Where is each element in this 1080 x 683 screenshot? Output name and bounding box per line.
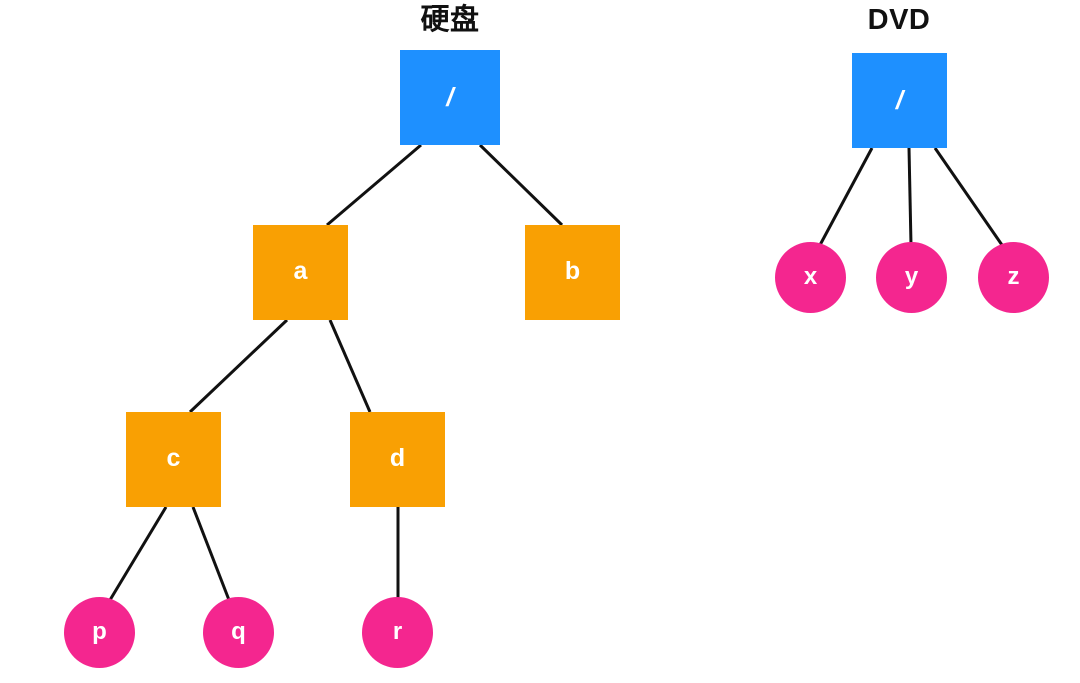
tree-node-label-hd-a: a — [293, 257, 308, 285]
tree-node-label-hd-c: c — [166, 444, 181, 472]
tree-node-label-hd-b: b — [564, 257, 581, 285]
tree-node-hd-r[interactable]: r — [362, 597, 433, 668]
tree-node-hd-b[interactable]: b — [525, 225, 620, 320]
tree-edge-hd-a-to-hd-d — [328, 319, 372, 413]
tree-node-hd-a[interactable]: a — [253, 225, 348, 320]
tree-node-hd-c[interactable]: c — [126, 412, 221, 507]
tree-node-label-hd-p: p — [92, 617, 107, 645]
tree-node-dvd-root[interactable]: / — [852, 53, 947, 148]
tree-node-hd-d[interactable]: d — [350, 412, 445, 507]
tree-node-label-hd-q: q — [231, 617, 246, 645]
tree-title-hard-disk-tree: 硬盘 — [420, 4, 480, 36]
tree-node-label-dvd-z: z — [1007, 262, 1020, 290]
tree-edge-dvd-root-to-dvd-y — [907, 147, 913, 246]
tree-edge-hd-root-to-hd-b — [478, 143, 564, 227]
tree-node-dvd-y[interactable]: y — [876, 242, 947, 313]
tree-node-hd-p[interactable]: p — [64, 597, 135, 668]
tree-node-label-dvd-root: / — [895, 84, 904, 115]
tree-edge-dvd-root-to-dvd-x — [818, 147, 874, 246]
tree-node-label-hd-root: / — [446, 81, 454, 112]
tree-edge-hd-c-to-hd-p — [108, 506, 168, 601]
tree-node-label-dvd-x: x — [803, 262, 818, 290]
tree-node-dvd-x[interactable]: x — [775, 242, 846, 313]
tree-title-dvd-tree: DVD — [867, 4, 931, 36]
tree-node-label-dvd-y: y — [904, 262, 919, 290]
tree-edge-dvd-root-to-dvd-z — [933, 147, 1004, 246]
tree-edge-hd-c-to-hd-q — [191, 506, 231, 601]
tree-node-hd-root[interactable]: / — [400, 50, 500, 145]
tree-node-hd-q[interactable]: q — [203, 597, 274, 668]
tree-node-label-hd-r: r — [392, 617, 403, 645]
tree-node-label-hd-d: d — [389, 444, 406, 472]
tree-edge-hd-a-to-hd-c — [188, 318, 289, 414]
tree-edge-hd-root-to-hd-a — [326, 143, 422, 227]
tree-node-dvd-z[interactable]: z — [978, 242, 1049, 313]
